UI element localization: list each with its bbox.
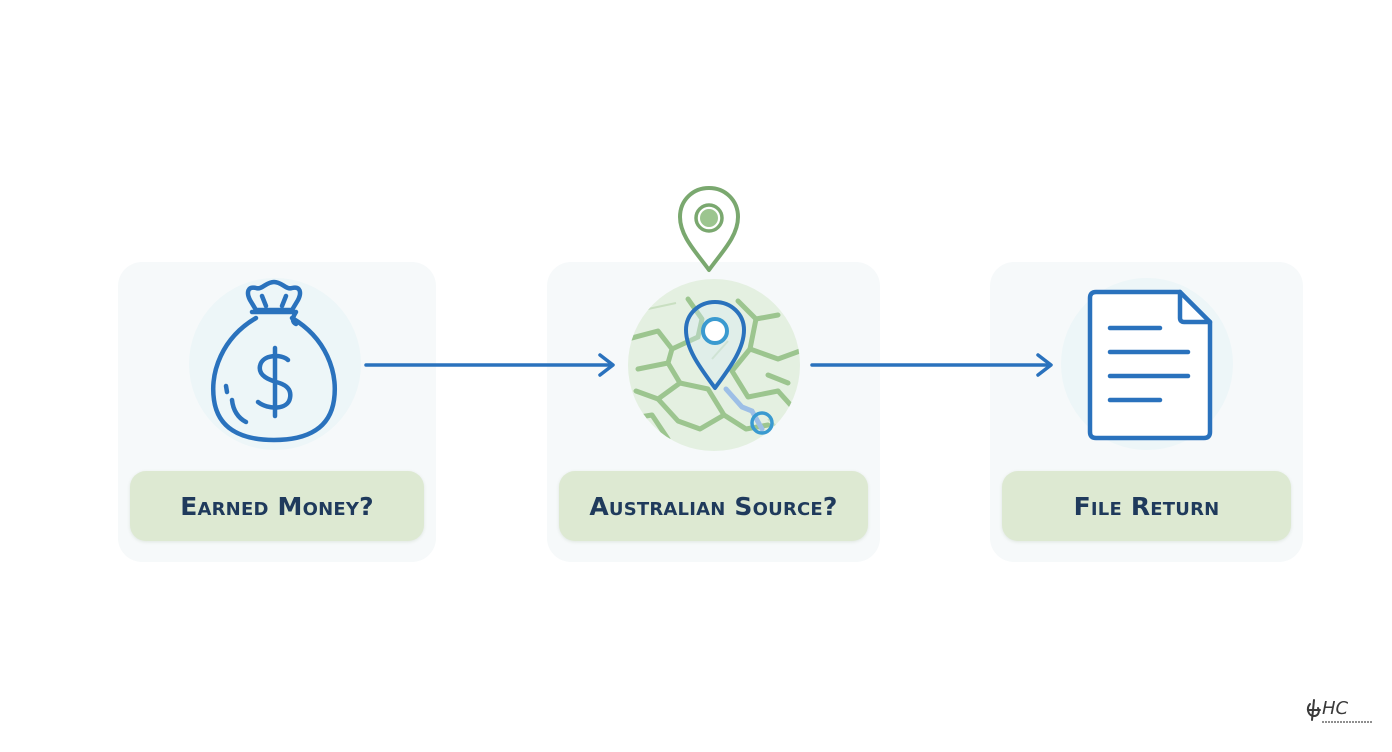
location-pin-icon-map [684, 300, 774, 435]
arrow-2 [810, 353, 1053, 377]
step-label-text: Australian Source? [589, 491, 838, 521]
logo-text: HC [1322, 698, 1349, 719]
map-icon [628, 296, 800, 450]
location-pin-icon-top [678, 186, 740, 272]
step-label-australian-source: Australian Source? [559, 471, 868, 541]
document-icon [1087, 289, 1213, 441]
hc-logo: HC [1306, 698, 1372, 723]
step-label-text: File Return [1073, 491, 1220, 521]
arrow-1 [364, 353, 615, 377]
money-bag-icon [211, 279, 337, 443]
step-label-earned-money: Earned Money? [130, 471, 424, 541]
step-label-text: Earned Money? [180, 491, 374, 521]
step-label-file-return: File Return [1002, 471, 1291, 541]
